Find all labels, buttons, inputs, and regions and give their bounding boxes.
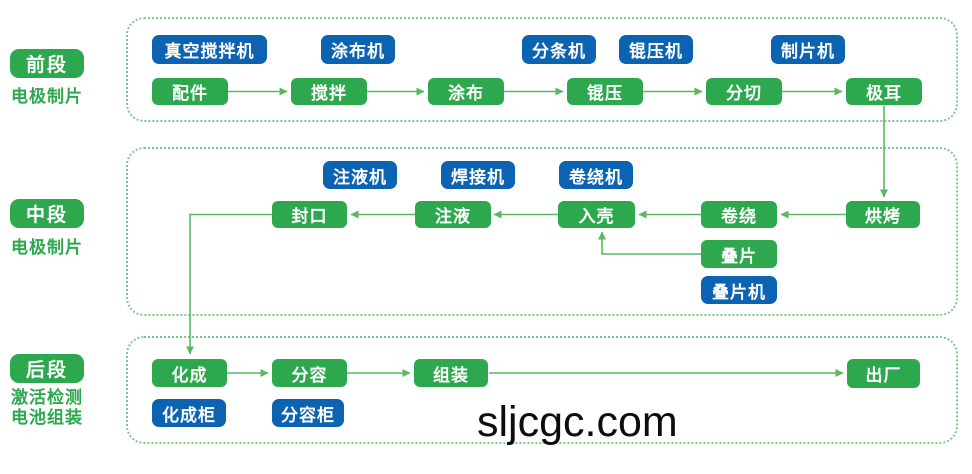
equipment-box-coater: 涂布机 [321, 35, 395, 64]
equipment-box-slitter: 分条机 [522, 35, 596, 64]
process-box-casing: 入壳 [558, 201, 635, 228]
process-box-sealing: 封口 [272, 201, 347, 228]
equipment-box-welder: 焊接机 [441, 161, 515, 189]
watermark-text: sljcgc.com [477, 398, 678, 446]
process-box-rolling: 锟压 [567, 78, 643, 105]
stage-sublabel-front: 电极制片 [11, 87, 83, 106]
middle-section-frame [126, 147, 958, 316]
process-box-filling: 注液 [415, 201, 491, 228]
stage-sublabel-back-line2: 电池组装 [11, 408, 83, 427]
process-box-stacking: 叠片 [701, 240, 777, 268]
process-box-coating: 涂布 [428, 78, 504, 105]
stage-sublabel-back-line1: 激活检测 [11, 388, 83, 407]
equipment-box-filling-machine: 注液机 [323, 161, 397, 189]
equipment-box-winder: 卷绕机 [559, 161, 633, 189]
process-box-assembly: 组装 [414, 359, 488, 387]
process-box-baking: 烘烤 [846, 201, 920, 228]
stage-badge-front: 前段 [10, 49, 84, 78]
equipment-box-roll-press: 锟压机 [619, 35, 693, 64]
process-box-winding: 卷绕 [701, 201, 777, 228]
stage-badge-middle: 中段 [10, 199, 84, 228]
back-section-frame [126, 336, 958, 444]
process-box-grading: 分容 [272, 359, 347, 387]
equipment-box-grading-cabinet: 分容柜 [272, 399, 344, 427]
process-box-slitting: 分切 [706, 78, 782, 105]
stage-badge-back: 后段 [10, 354, 84, 383]
stage-sublabel-middle: 电极制片 [11, 238, 83, 257]
process-box-parts: 配件 [152, 78, 228, 105]
process-box-shipment: 出厂 [847, 359, 920, 388]
process-box-mixing: 搅拌 [291, 78, 367, 105]
front-section-frame [126, 17, 958, 122]
equipment-box-formation-cabinet: 化成柜 [152, 399, 226, 427]
equipment-box-stacker: 叠片机 [701, 276, 777, 304]
equipment-box-vacuum-mixer: 真空搅拌机 [152, 35, 267, 64]
stage-sublabel-back: 激活检测 电池组装 [10, 388, 84, 428]
process-box-formation: 化成 [152, 359, 227, 387]
process-box-tab: 极耳 [846, 78, 922, 105]
equipment-box-sheet-maker: 制片机 [771, 35, 845, 64]
